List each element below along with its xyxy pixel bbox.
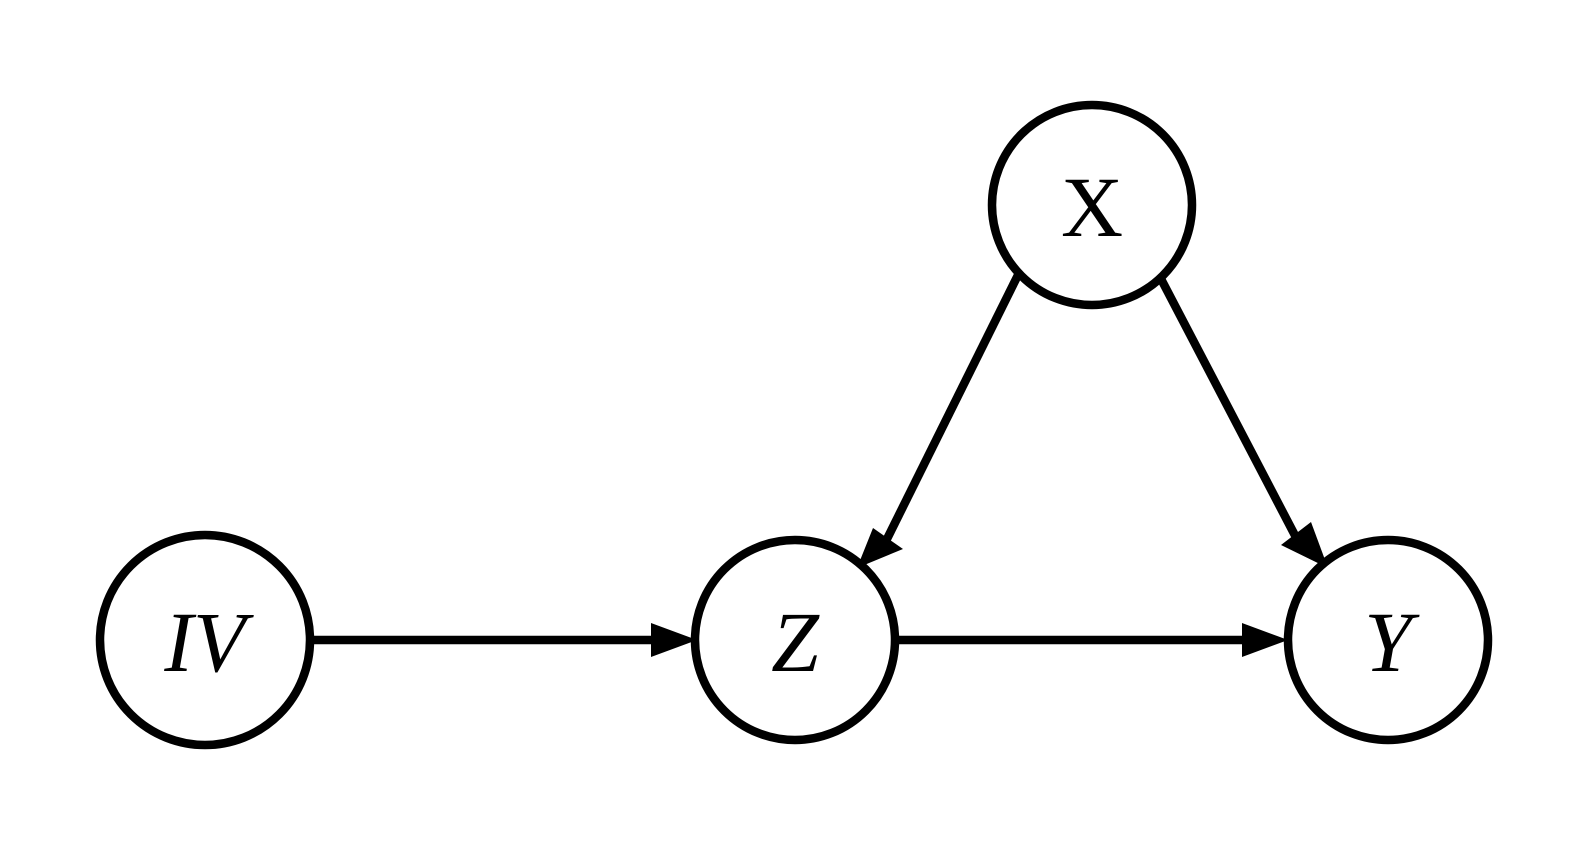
node-x[interactable]: X [987, 100, 1197, 310]
node-iv-label: IV [163, 594, 254, 690]
node-x-circle [987, 100, 1197, 310]
edge-x-to-z[interactable] [857, 271, 1023, 568]
node-iv-circle [95, 530, 315, 750]
edge-x-to-y[interactable] [1156, 275, 1328, 568]
edge-z-to-y[interactable] [893, 623, 1288, 657]
node-z[interactable]: Z [690, 535, 900, 745]
node-iv[interactable]: IV [95, 530, 315, 750]
edge-x-to-y-arrowhead [1281, 522, 1328, 568]
edge-iv-to-z-arrowhead [651, 623, 697, 657]
edge-iv-to-z[interactable] [312, 623, 697, 657]
edge-layer [312, 271, 1328, 657]
node-x-label: X [1061, 159, 1123, 255]
node-z-circle [690, 535, 900, 745]
edge-x-to-z-shaft [880, 271, 1023, 547]
node-y-label: Y [1364, 594, 1420, 690]
node-y-circle [1283, 535, 1493, 745]
node-z-label: Z [771, 594, 820, 690]
edge-z-to-y-arrowhead [1242, 623, 1288, 657]
node-y[interactable]: Y [1283, 535, 1493, 745]
edge-x-to-y-shaft [1156, 275, 1304, 547]
edge-x-to-z-arrowhead [857, 528, 903, 568]
node-layer: IV Z Y X [95, 100, 1493, 750]
